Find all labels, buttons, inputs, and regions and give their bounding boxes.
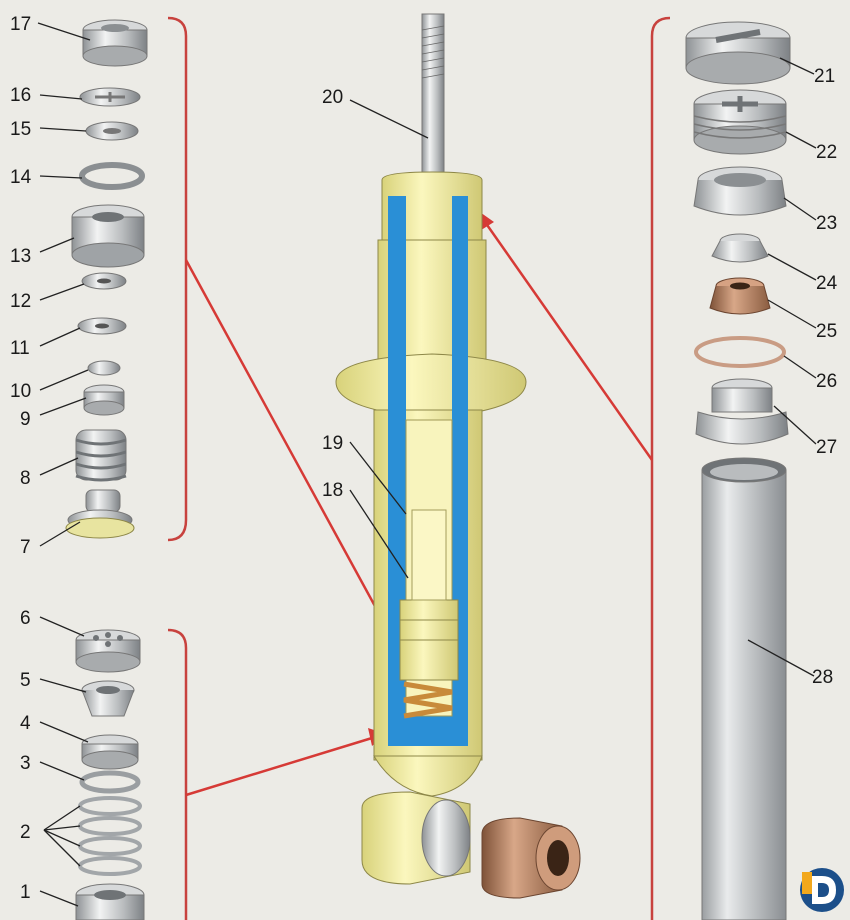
spring-seat-flange bbox=[335, 353, 527, 419]
piston-rod bbox=[421, 13, 445, 185]
number-labels: 17 16 15 14 13 12 11 10 9 8 7 6 5 4 3 2 … bbox=[10, 14, 838, 903]
left-upper-parts bbox=[65, 19, 148, 539]
right-bracket bbox=[650, 16, 671, 920]
arrow-rod-guide bbox=[477, 210, 654, 461]
valve-spring bbox=[403, 681, 453, 719]
lower-eye-bore bbox=[421, 799, 471, 877]
arrow-lower-valve bbox=[185, 728, 386, 797]
label-7: 7 bbox=[20, 537, 31, 558]
label-20: 20 bbox=[322, 87, 343, 108]
label-5: 5 bbox=[20, 670, 31, 691]
piston-rod-inner bbox=[411, 509, 447, 601]
label-1: 1 bbox=[20, 882, 31, 903]
right-parts bbox=[685, 21, 791, 920]
label-21: 21 bbox=[814, 66, 835, 87]
fluid-bottom bbox=[388, 716, 468, 746]
arrow-upper-valve bbox=[184, 259, 394, 640]
left-bracket-lower bbox=[167, 628, 188, 920]
bottom-cap bbox=[373, 755, 483, 797]
label-4: 4 bbox=[20, 713, 31, 734]
label-15: 15 bbox=[10, 119, 31, 140]
left-bracket-upper bbox=[167, 16, 188, 542]
label-17: 17 bbox=[10, 14, 31, 35]
label-25: 25 bbox=[816, 321, 837, 342]
label-11: 11 bbox=[10, 338, 30, 359]
label-18: 18 bbox=[322, 480, 343, 501]
label-16: 16 bbox=[10, 85, 31, 106]
label-8: 8 bbox=[20, 468, 31, 489]
label-6: 6 bbox=[20, 608, 31, 629]
label-13: 13 bbox=[10, 246, 31, 267]
label-22: 22 bbox=[816, 142, 837, 163]
label-24: 24 bbox=[816, 273, 838, 294]
label-14: 14 bbox=[10, 167, 32, 188]
brand-d-logo-icon bbox=[800, 868, 844, 912]
label-26: 26 bbox=[816, 371, 837, 392]
shock-absorber-assembly bbox=[335, 13, 581, 899]
label-28: 28 bbox=[812, 667, 833, 688]
label-2: 2 bbox=[20, 822, 31, 843]
label-3: 3 bbox=[20, 753, 31, 774]
label-10: 10 bbox=[10, 381, 31, 402]
label-9: 9 bbox=[20, 409, 31, 430]
leader-lines bbox=[37, 22, 817, 907]
label-23: 23 bbox=[816, 213, 837, 234]
label-27: 27 bbox=[816, 437, 837, 458]
label-19: 19 bbox=[322, 433, 343, 454]
left-lower-parts bbox=[75, 629, 145, 920]
outer-tube bbox=[701, 469, 787, 920]
label-12: 12 bbox=[10, 291, 31, 312]
